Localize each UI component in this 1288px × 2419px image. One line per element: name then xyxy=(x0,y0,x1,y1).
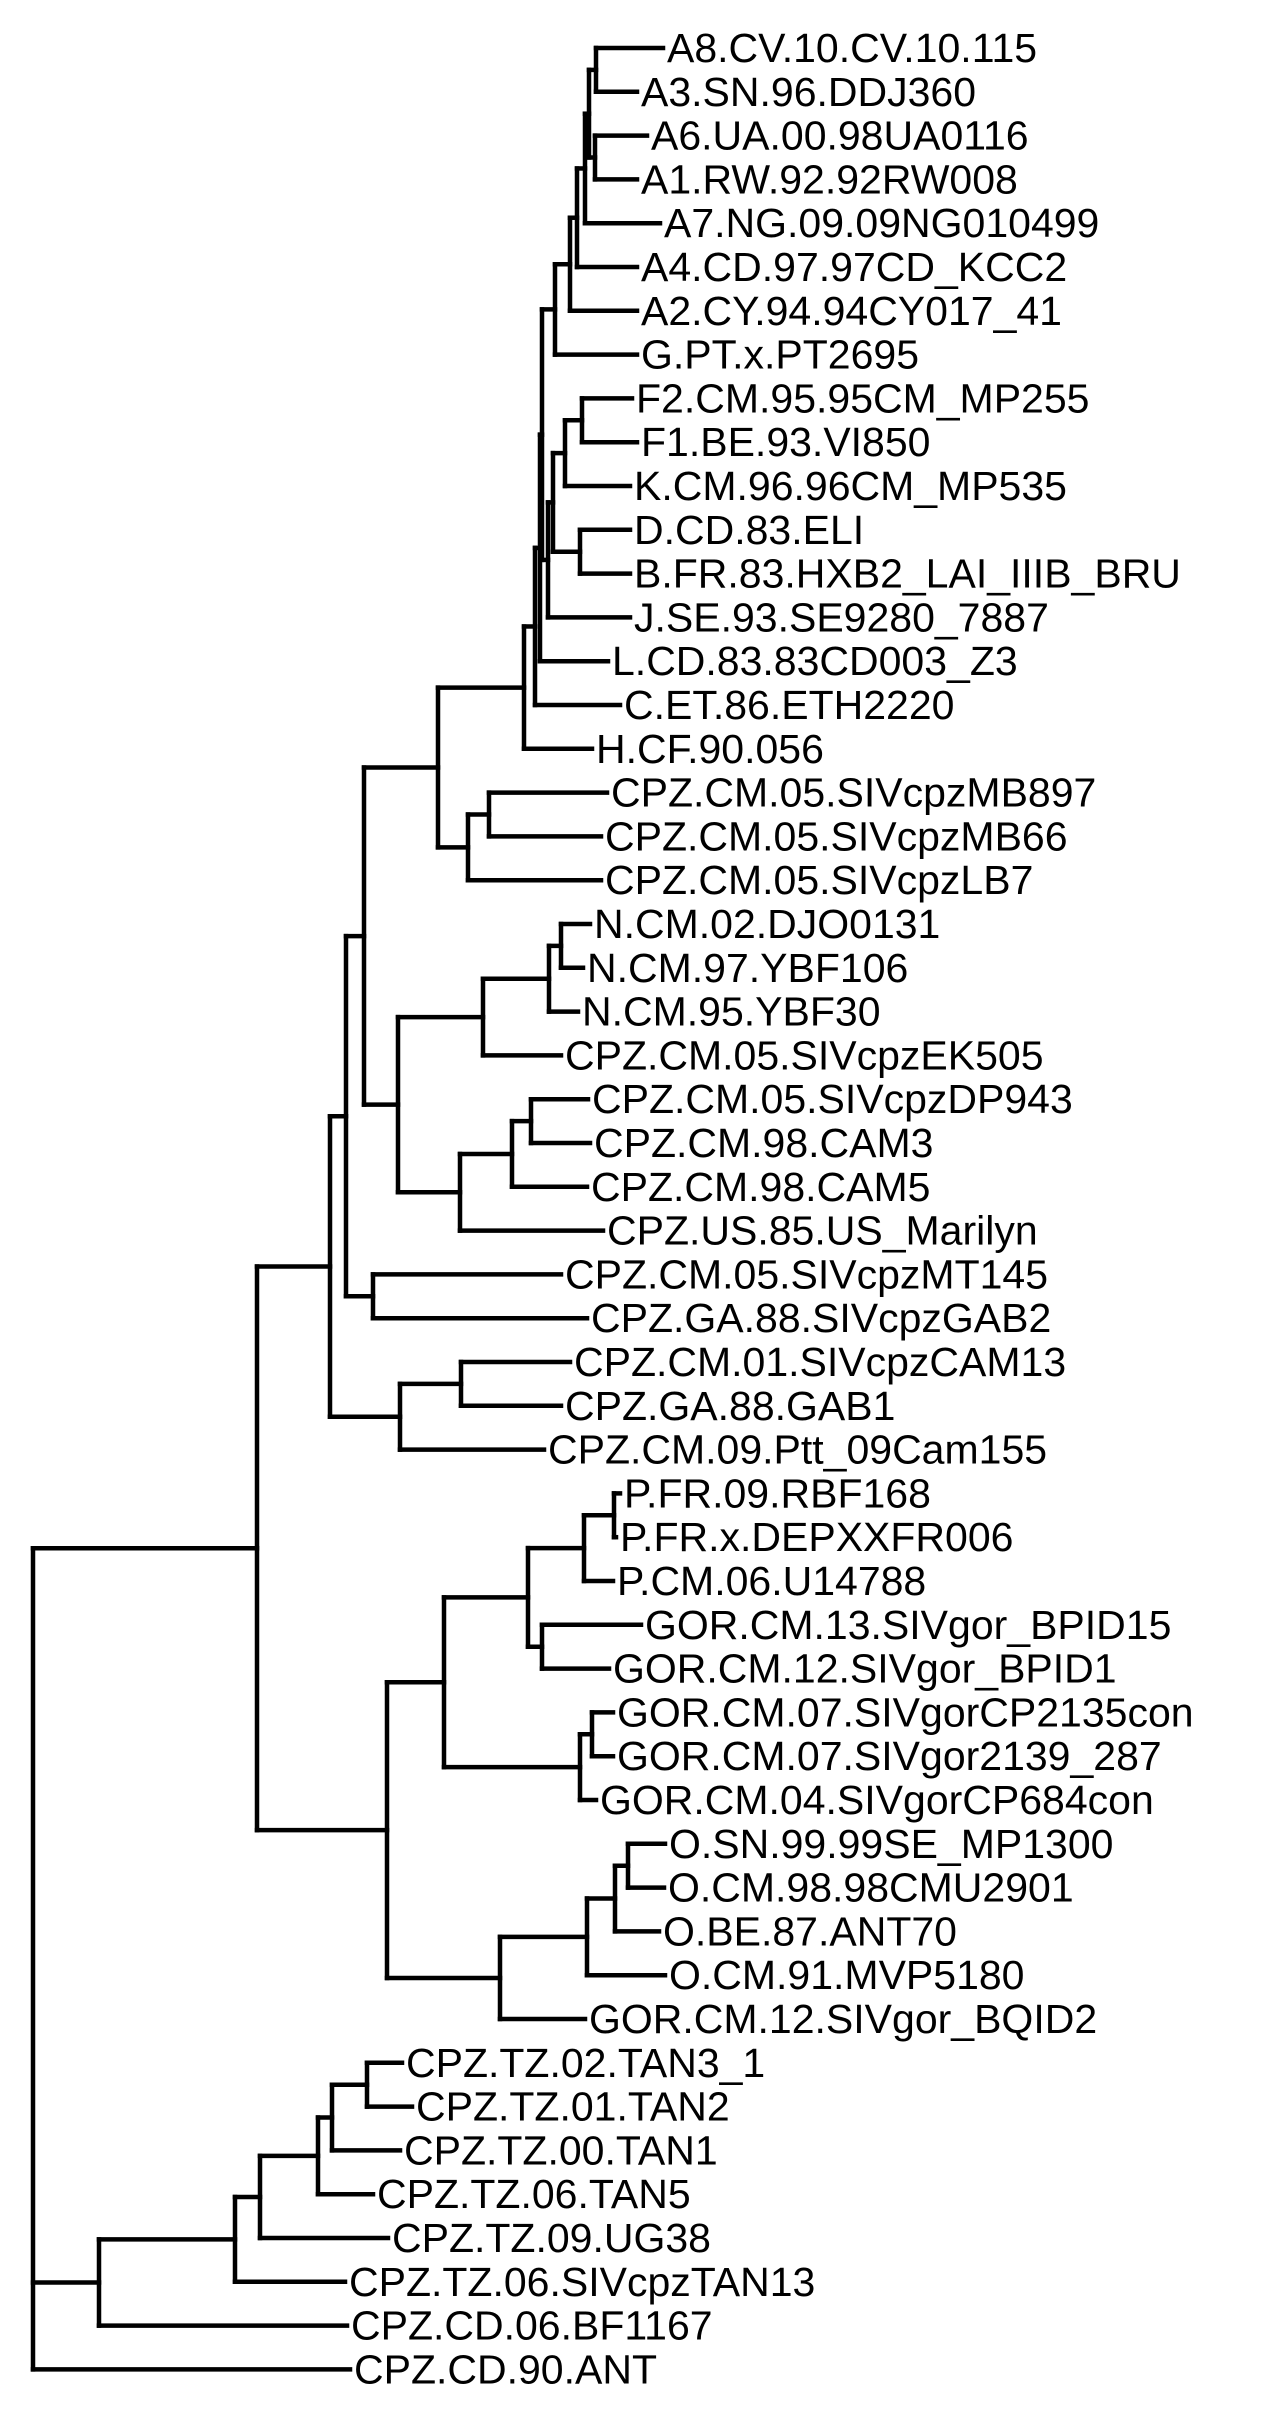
tip-label: P.CM.06.U14788 xyxy=(617,1558,926,1604)
tip-label: O.SN.99.99SE_MP1300 xyxy=(669,1821,1113,1867)
tip-label: D.CD.83.ELI xyxy=(634,507,864,553)
tip-label: GOR.CM.12.SIVgor_BPID1 xyxy=(613,1646,1117,1692)
tip-label: A8.CV.10.CV.10.115 xyxy=(667,25,1037,71)
tip-label: N.CM.95.YBF30 xyxy=(582,989,881,1035)
tip-label: O.CM.98.98CMU2901 xyxy=(668,1865,1074,1911)
tip-label: F2.CM.95.95CM_MP255 xyxy=(636,375,1089,421)
tip-label: A1.RW.92.92RW008 xyxy=(641,156,1018,202)
tip-label: CPZ.CM.98.CAM5 xyxy=(591,1164,930,1210)
tip-label: CPZ.TZ.00.TAN1 xyxy=(404,2127,718,2173)
tip-label: GOR.CM.07.SIVgorCP2135con xyxy=(617,1689,1194,1735)
tip-label: CPZ.GA.88.GAB1 xyxy=(565,1383,895,1429)
tip-label: CPZ.TZ.01.TAN2 xyxy=(416,2084,730,2130)
tip-label: CPZ.TZ.06.SIVcpzTAN13 xyxy=(349,2259,815,2305)
tip-label: CPZ.GA.88.SIVcpzGAB2 xyxy=(591,1295,1051,1341)
tip-label: O.BE.87.ANT70 xyxy=(663,1908,957,1954)
tip-label: CPZ.TZ.02.TAN3_1 xyxy=(406,2040,765,2086)
tip-label: A3.SN.96.DDJ360 xyxy=(641,69,976,115)
tip-label: A4.CD.97.97CD_KCC2 xyxy=(641,244,1067,290)
tip-label: CPZ.CM.98.CAM3 xyxy=(594,1120,933,1166)
tip-label: H.CF.90.056 xyxy=(596,726,824,772)
tip-label: J.SE.93.SE9280_7887 xyxy=(634,594,1049,640)
tip-label: CPZ.CM.05.SIVcpzEK505 xyxy=(565,1032,1044,1078)
tip-label: GOR.CM.07.SIVgor2139_287 xyxy=(617,1733,1162,1779)
tip-label: GOR.CM.13.SIVgor_BPID15 xyxy=(645,1602,1171,1648)
tip-label: N.CM.02.DJO0131 xyxy=(594,901,940,947)
tip-label: A2.CY.94.94CY017_41 xyxy=(641,288,1062,334)
tip-label: L.CD.83.83CD003_Z3 xyxy=(612,638,1018,684)
tip-label: CPZ.CM.05.SIVcpzMT145 xyxy=(565,1251,1048,1297)
tip-label: CPZ.CM.01.SIVcpzCAM13 xyxy=(574,1339,1066,1385)
tip-label: A6.UA.00.98UA0116 xyxy=(651,113,1029,159)
tip-label: K.CM.96.96CM_MP535 xyxy=(634,463,1067,509)
tip-label: CPZ.CD.06.BF1167 xyxy=(351,2303,713,2349)
tip-label: CPZ.CM.05.SIVcpzDP943 xyxy=(592,1076,1073,1122)
tip-label: O.CM.91.MVP5180 xyxy=(669,1952,1025,1998)
tip-label: CPZ.CM.05.SIVcpzMB66 xyxy=(605,813,1068,859)
tip-label: P.FR.09.RBF168 xyxy=(624,1470,931,1516)
tip-label: A7.NG.09.09NG010499 xyxy=(664,200,1099,246)
tip-label: C.ET.86.ETH2220 xyxy=(624,682,954,728)
tip-label: P.FR.x.DEPXXFR006 xyxy=(620,1514,1013,1560)
tip-label: CPZ.CM.05.SIVcpzLB7 xyxy=(605,857,1033,903)
tip-label: F1.BE.93.VI850 xyxy=(641,419,930,465)
tree-branches xyxy=(30,45,668,2372)
tip-label: GOR.CM.12.SIVgor_BQID2 xyxy=(589,1996,1097,2042)
tip-labels: A8.CV.10.CV.10.115A3.SN.96.DDJ360A6.UA.0… xyxy=(349,25,1194,2392)
tip-label: G.PT.x.PT2695 xyxy=(641,332,919,378)
tip-label: CPZ.CD.90.ANT xyxy=(354,2346,657,2392)
tip-label: B.FR.83.HXB2_LAI_IIIB_BRU xyxy=(634,551,1181,597)
tip-label: CPZ.TZ.06.TAN5 xyxy=(377,2171,691,2217)
tip-label: CPZ.CM.05.SIVcpzMB897 xyxy=(611,770,1096,816)
tip-label: CPZ.TZ.09.UG38 xyxy=(392,2215,711,2261)
tip-label: N.CM.97.YBF106 xyxy=(587,945,908,991)
tip-label: CPZ.US.85.US_Marilyn xyxy=(607,1208,1038,1254)
tip-label: GOR.CM.04.SIVgorCP684con xyxy=(600,1777,1154,1823)
tip-label: CPZ.CM.09.Ptt_09Cam155 xyxy=(548,1427,1047,1473)
